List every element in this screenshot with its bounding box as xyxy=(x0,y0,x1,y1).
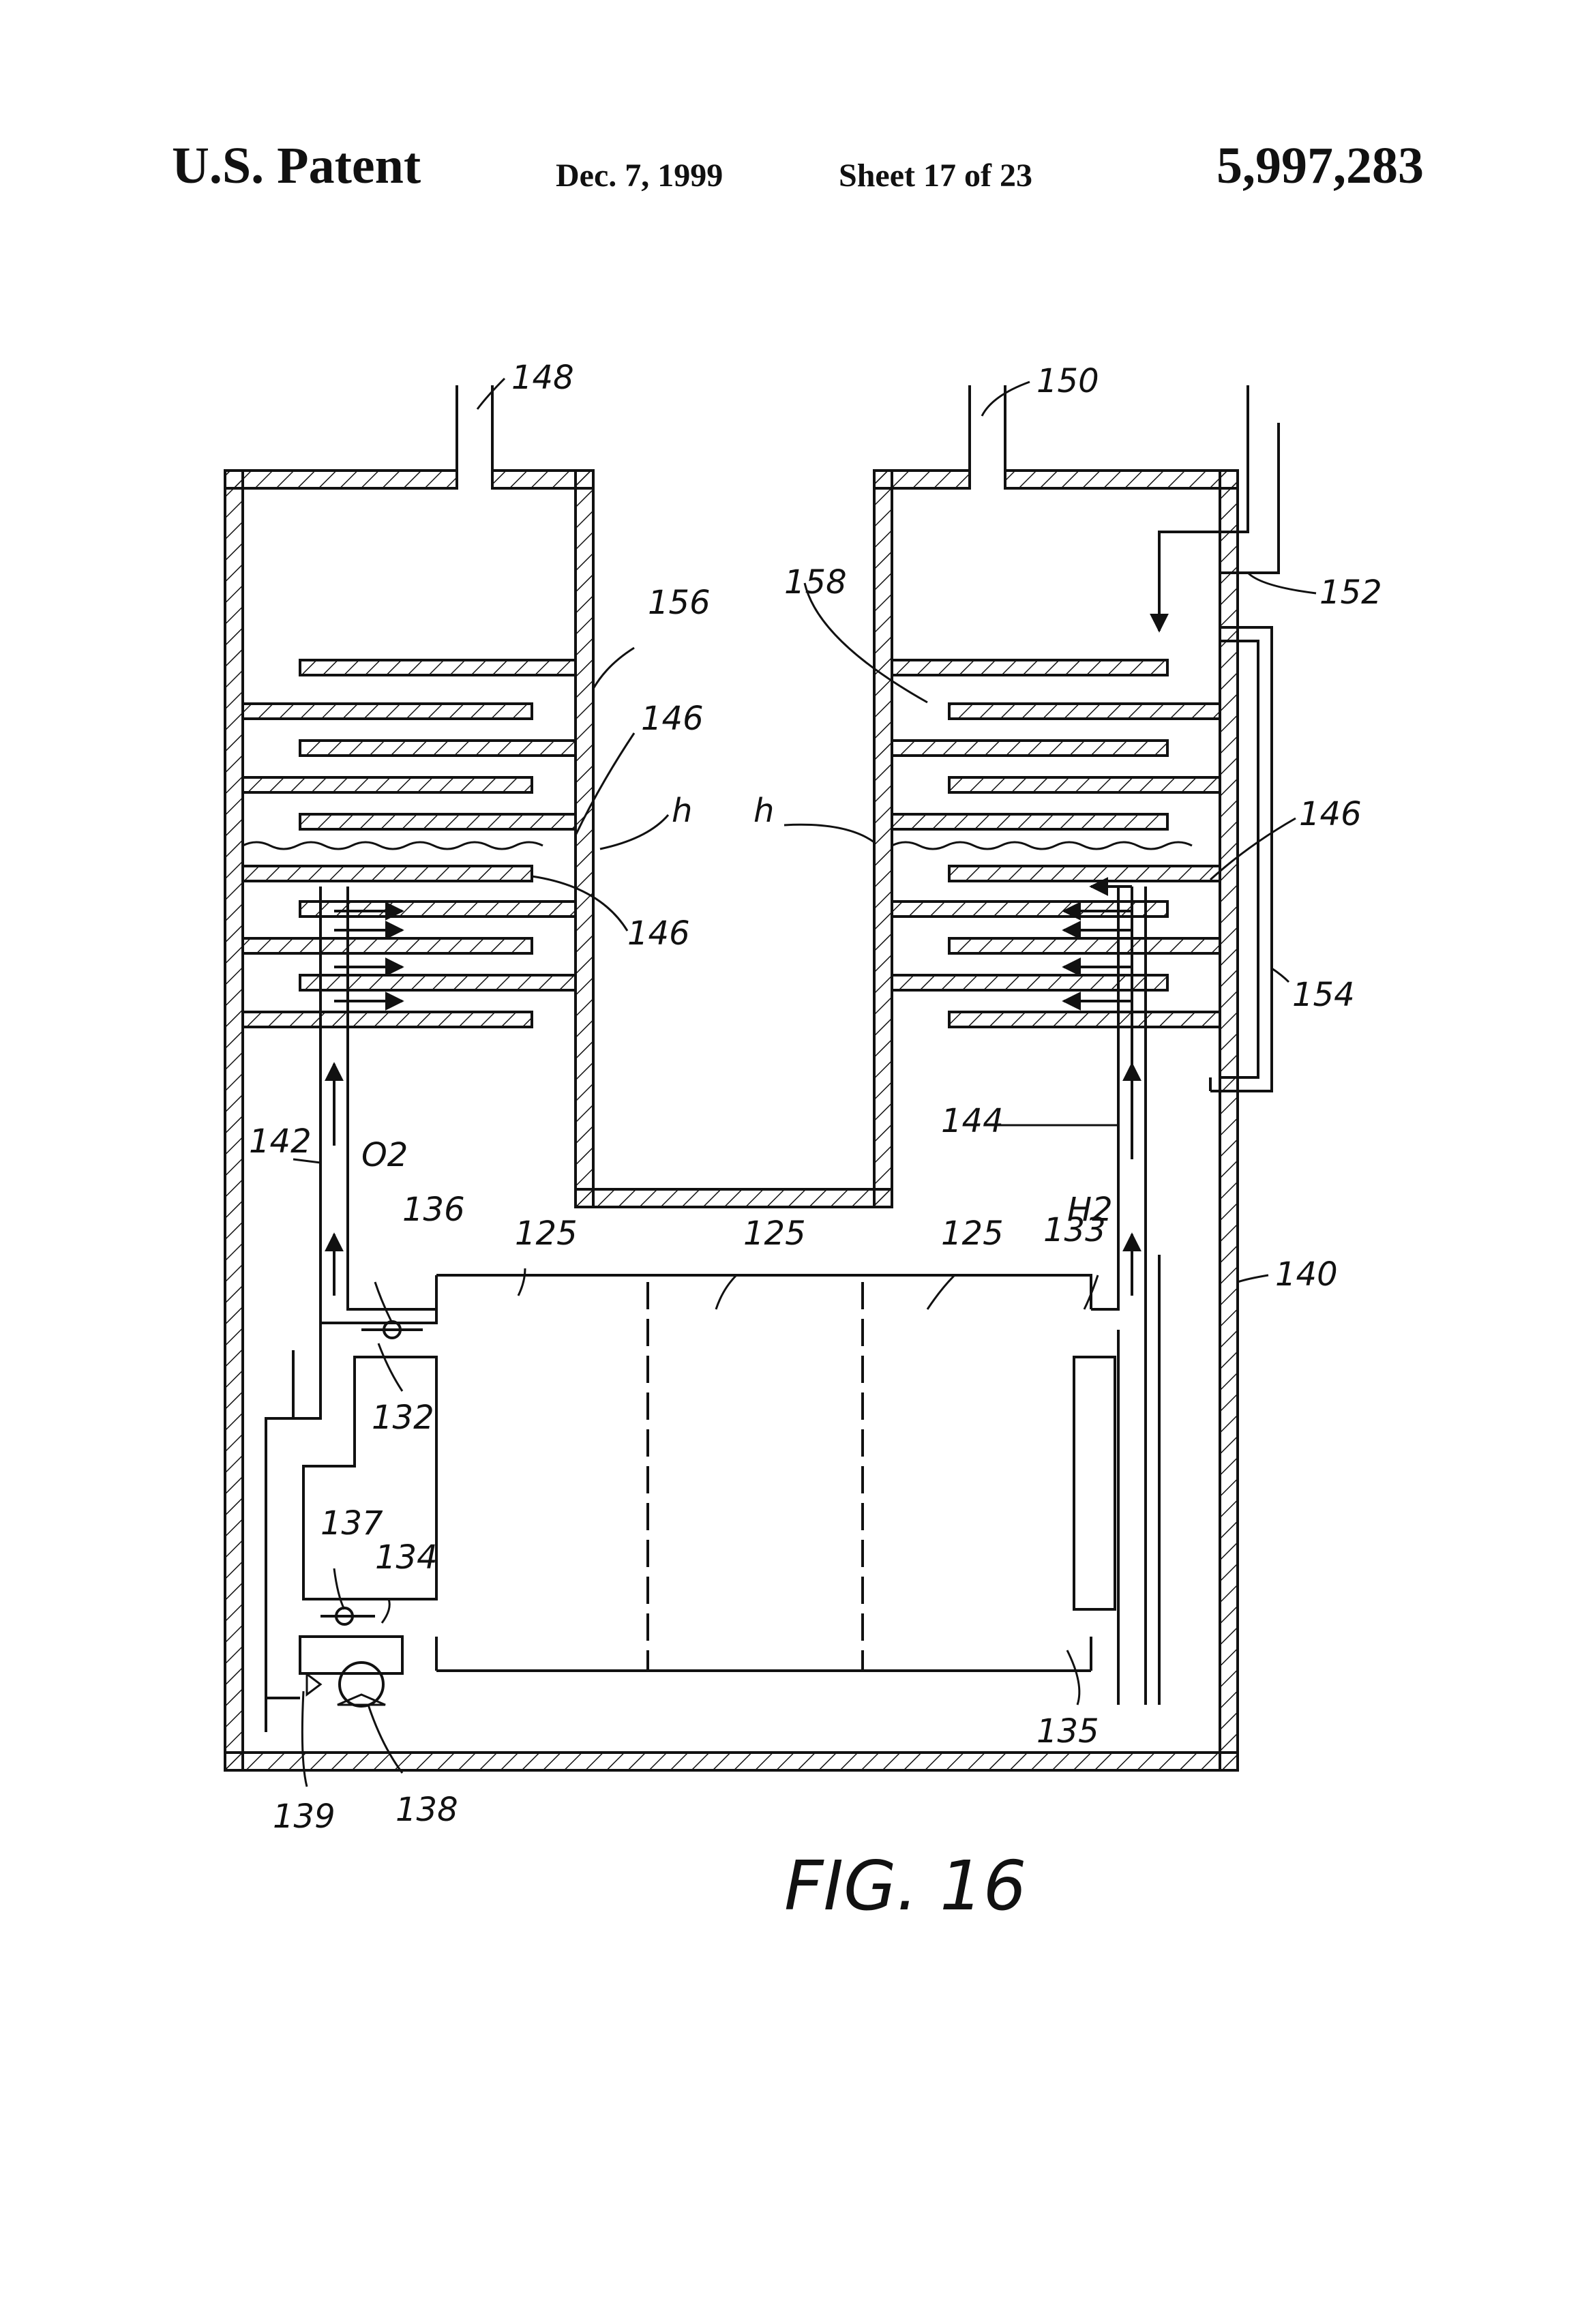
label-o2: O2 xyxy=(361,1136,408,1174)
label-142: 142 xyxy=(249,1122,312,1161)
housing-bottom-wall xyxy=(225,1753,1238,1770)
reference-labels: 148 150 152 156 158 146 h h 146 146 154 … xyxy=(249,359,1382,1836)
label-140: 140 xyxy=(1275,1255,1338,1294)
label-133: 133 xyxy=(1043,1211,1106,1249)
left-tank-top-left xyxy=(225,471,457,488)
label-134: 134 xyxy=(375,1538,438,1577)
right-tank-inner-wall xyxy=(874,471,892,1207)
electrolyser-cell-right xyxy=(1074,1357,1115,1609)
label-158: 158 xyxy=(784,563,847,601)
left-tank-inner-wall xyxy=(576,471,593,1207)
label-144: 144 xyxy=(941,1102,1004,1140)
label-138: 138 xyxy=(395,1791,458,1829)
label-146-c: 146 xyxy=(627,914,690,953)
figure-caption: FIG. 16 xyxy=(784,1846,1026,1926)
label-146-b: 146 xyxy=(1299,795,1362,833)
label-146-a: 146 xyxy=(641,700,704,738)
label-156: 156 xyxy=(648,584,711,622)
label-150: 150 xyxy=(1036,362,1099,400)
label-139: 139 xyxy=(273,1798,335,1836)
housing-right-wall xyxy=(1220,471,1238,1770)
label-135: 135 xyxy=(1036,1712,1099,1751)
right-tank-top-right xyxy=(1005,471,1238,488)
u-bottom-wall xyxy=(576,1189,892,1207)
label-137: 137 xyxy=(320,1504,383,1543)
label-152: 152 xyxy=(1319,573,1382,612)
water-level-right xyxy=(892,842,1192,849)
housing-left-wall xyxy=(225,471,243,1770)
label-154: 154 xyxy=(1292,976,1355,1014)
label-125-c: 125 xyxy=(941,1215,1004,1253)
label-h-left: h xyxy=(672,792,692,830)
water-level-left xyxy=(243,842,543,849)
label-125-b: 125 xyxy=(743,1215,806,1253)
label-h-right: h xyxy=(753,792,774,830)
label-125-a: 125 xyxy=(515,1215,578,1253)
label-132: 132 xyxy=(372,1399,434,1437)
label-136: 136 xyxy=(402,1191,465,1229)
label-148: 148 xyxy=(511,359,574,397)
